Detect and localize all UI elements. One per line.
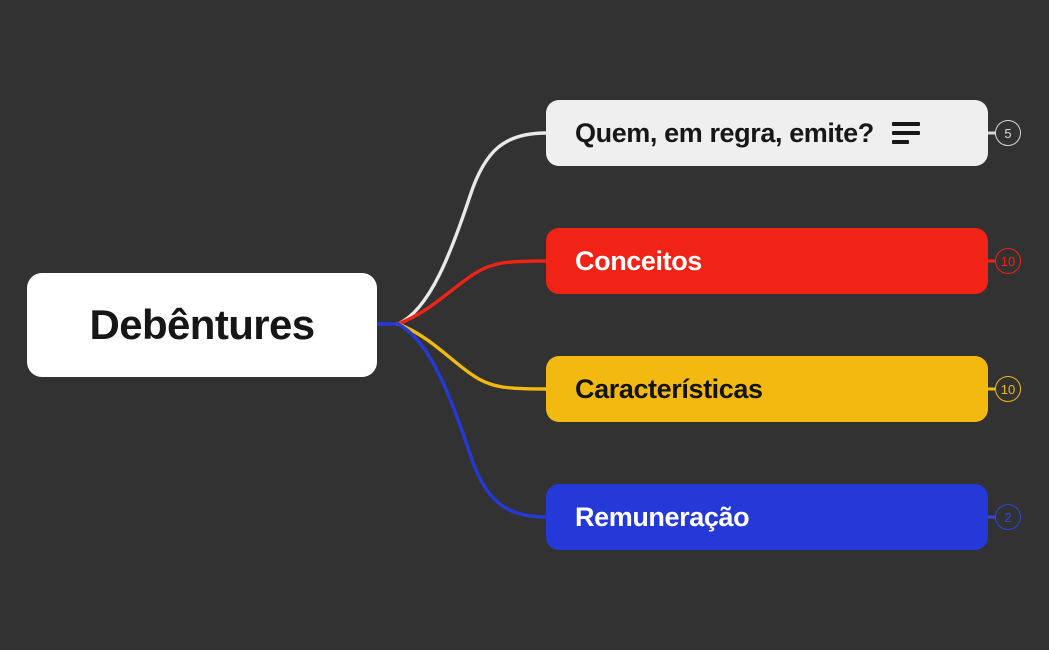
branch-node-caracteristicas[interactable]: Características	[546, 356, 988, 422]
child-count-badge[interactable]: 2	[995, 504, 1021, 530]
branch-node-label: Remuneração	[575, 501, 750, 532]
edge-to-branch-1	[396, 259, 548, 326]
branch-node-label: Características	[575, 373, 763, 404]
edge-to-branch-0	[396, 131, 548, 326]
child-count-badge[interactable]: 10	[995, 248, 1021, 274]
root-node-label: Debêntures	[89, 301, 315, 348]
child-count-badge[interactable]: 5	[995, 120, 1021, 146]
branch-node-remuneracao[interactable]: Remuneração	[546, 484, 988, 550]
note-lines-icon[interactable]	[891, 122, 920, 144]
branch-node-conceitos[interactable]: Conceitos	[546, 228, 988, 294]
edge-to-branch-3	[396, 322, 548, 519]
branch-node-label: Conceitos	[575, 245, 702, 276]
branch-node-label: Quem, em regra, emite?	[575, 117, 874, 148]
branch-node-quem-em-regra-emite[interactable]: Quem, em regra, emite?	[546, 100, 988, 166]
child-count-badge[interactable]: 10	[995, 376, 1021, 402]
root-node[interactable]: Debêntures	[27, 273, 377, 377]
edge-to-branch-2	[396, 322, 548, 391]
